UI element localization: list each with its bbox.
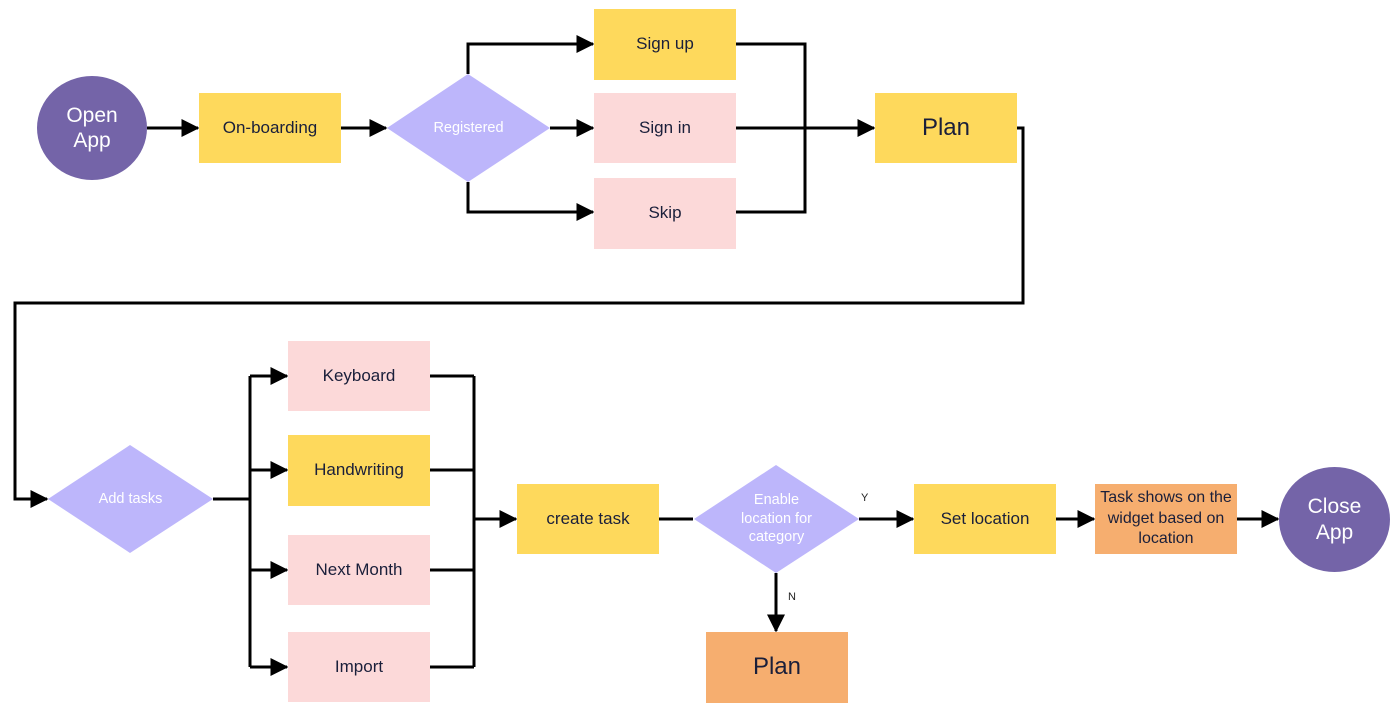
set-location-node: Set location [914,484,1056,554]
plan-top-node: Plan [875,93,1017,163]
open-app-node: Open App [37,76,147,180]
handwriting-node: Handwriting [288,435,430,506]
next-month-node: Next Month [288,535,430,605]
no-edge-label: N [788,591,796,603]
task-shows-label: Task shows on the widget based on locati… [1100,488,1232,548]
add-tasks-label: Add tasks [98,490,163,507]
plan-bottom-label: Plan [752,653,802,681]
edge-sign-up-to-merge [736,42,807,128]
sign-up-label: Sign up [636,34,694,54]
task-shows-node: Task shows on the widget based on locati… [1095,484,1237,554]
enable-location-node: Enable location for category [694,465,859,573]
create-task-node: create task [517,484,659,554]
import-label: Import [334,656,384,676]
plan-bottom-node: Plan [706,632,848,703]
skip-node: Skip [594,178,736,249]
keyboard-node: Keyboard [288,341,430,411]
onboarding-label: On-boarding [222,117,318,137]
onboarding-node: On-boarding [199,93,341,163]
edge-registered-to-skip [466,182,595,221]
create-task-label: create task [546,508,630,528]
close-app-label: Close App [1307,495,1362,544]
sign-up-node: Sign up [594,9,736,80]
registered-node: Registered [387,74,550,182]
open-app-label: Open App [66,103,118,152]
import-node: Import [288,632,430,702]
registered-diamond [387,74,550,182]
skip-label: Skip [648,203,682,223]
registered-label: Registered [433,119,504,136]
set-location-label: Set location [940,508,1030,528]
edge-plan-to-add-tasks [13,126,1025,508]
close-app-node: Close App [1279,467,1390,572]
edge-skip-to-merge [736,128,807,214]
yes-edge-label: Y [861,492,869,504]
handwriting-label: Handwriting [314,460,404,480]
add-tasks-diamond [48,445,213,553]
next-month-label: Next Month [315,559,403,579]
sign-in-label: Sign in [639,117,691,137]
keyboard-label: Keyboard [322,365,396,385]
enable-location-label: Enable location for category [741,491,812,546]
edge-registered-to-sign-up [466,35,595,74]
add-tasks-node: Add tasks [48,445,213,553]
sign-in-node: Sign in [594,93,736,163]
enable-location-diamond [694,465,859,573]
plan-top-label: Plan [921,113,971,141]
